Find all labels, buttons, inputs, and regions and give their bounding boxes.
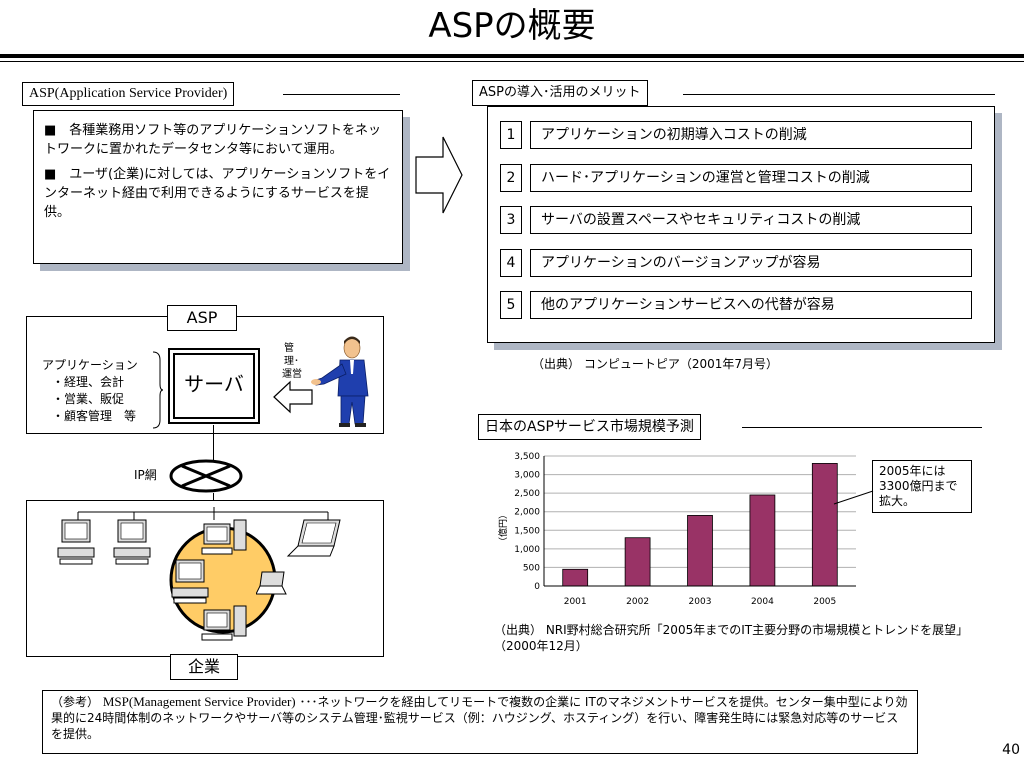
y-tick-label: 2,500 (514, 489, 540, 499)
chart-y-ticks: 0 500 1,000 1,500 2,000 2,500 3,000 3,500 (514, 452, 540, 592)
merits-source: （出典） コンピュートピア（2001年7月号） (532, 357, 778, 371)
x-tick-label: 2003 (689, 597, 712, 607)
company-label: 企業 (170, 654, 238, 680)
merit-item: 他のアプリケーションサービスへの代替が容易 (530, 291, 972, 319)
y-tick-label: 0 (534, 582, 540, 592)
desktop-pc-icon (201, 605, 247, 641)
y-tick-label: 500 (523, 563, 540, 573)
bar-2004 (749, 494, 776, 587)
y-tick-label: 1,500 (514, 526, 540, 536)
apps-title: アプリケーション (42, 358, 138, 372)
merit-number: 1 (500, 121, 522, 149)
manage-line: 理･ (284, 356, 299, 367)
merit-number: 5 (500, 291, 522, 319)
left-arrow-icon (273, 380, 313, 414)
apps-item: ・顧客管理 等 (52, 409, 137, 423)
desktop-pc-icon (57, 519, 95, 565)
bar-2002 (624, 537, 651, 587)
chart-title: 日本のASPサービス市場規模予測 (478, 414, 701, 440)
definition-point-2: ■ ユーザ(企業)に対しては、アプリケーションソフトをインターネット経由で利用で… (44, 167, 391, 220)
bar-2001 (562, 568, 589, 587)
laptop-icon (286, 519, 341, 557)
merit-number: 2 (500, 164, 522, 192)
x-tick-label: 2004 (751, 597, 774, 607)
server-box: サーバ (168, 348, 260, 424)
y-tick-label: 3,000 (514, 471, 540, 481)
merit-number: 3 (500, 206, 522, 234)
msp-note: （参考） MSP(Management Service Provider) ･･… (42, 690, 918, 754)
person-icon (311, 336, 369, 427)
merits-label: ASPの導入･活用のメリット (472, 80, 648, 106)
merit-item: アプリケーションのバージョンアップが容易 (530, 249, 972, 277)
merit-number: 4 (500, 249, 522, 277)
bar-2003 (687, 515, 713, 587)
chart-y-label: （億円） (497, 510, 509, 546)
apps-brace-icon (152, 351, 164, 429)
chart-source: （出典） NRI野村総合研究所「2005年までのIT主要分野の市場規模とトレンド… (494, 623, 969, 653)
apps-item: ・営業、販促 (52, 392, 125, 406)
chart-bars (562, 463, 838, 587)
chart-annotation: 2005年には3300億円まで拡大。 (872, 460, 972, 513)
y-tick-label: 2,000 (514, 508, 540, 518)
laptop-icon (256, 571, 287, 595)
merit-item: アプリケーションの初期導入コストの削減 (530, 121, 972, 149)
title-rule-thin (0, 61, 1024, 62)
asp-label: ASP (167, 305, 237, 331)
chart-x-ticks: 2001 2002 2003 2004 2005 (564, 597, 837, 607)
y-tick-label: 3,500 (514, 452, 540, 462)
msp-note-body: ･･･ネットワークを経由してリモートで複数の企業に ITのマネジメントサービスを… (51, 695, 908, 741)
bar-2005 (811, 463, 838, 587)
title-rule (0, 54, 1024, 58)
definition-point-1: ■ 各種業務用ソフト等のアプリケーションソフトをネットワークに置かれたデータセン… (44, 123, 382, 157)
apps-list: アプリケーション ・経理、会計 ・営業、販促 ・顧客管理 等 (42, 357, 138, 425)
apps-item: ・経理、会計 (52, 375, 125, 389)
manage-line: 運営 (282, 369, 302, 380)
x-tick-label: 2002 (626, 597, 649, 607)
right-arrow-icon (415, 136, 463, 214)
merit-item: ハード･アプリケーションの運営と管理コストの削減 (530, 164, 972, 192)
merits-label-line (683, 94, 995, 95)
definition-card: ■ 各種業務用ソフト等のアプリケーションソフトをネットワークに置かれたデータセン… (33, 110, 403, 264)
definition-label-line (283, 94, 400, 95)
chart-title-line (742, 427, 982, 428)
desktop-pc-icon (201, 519, 247, 555)
annotation-pointer (833, 490, 874, 505)
msp-note-prefix: （参考） (51, 695, 100, 709)
page-title: ASPの概要 (428, 6, 596, 46)
definition-label: ASP(Application Service Provider) (22, 82, 235, 106)
manage-label: 管 理･ 運営 (282, 342, 302, 381)
server-link (213, 425, 214, 463)
network-icon (169, 459, 243, 493)
y-tick-label: 1,000 (514, 545, 540, 555)
manage-line: 管 (284, 343, 294, 354)
x-tick-label: 2001 (564, 597, 587, 607)
desktop-pc-icon (113, 519, 151, 565)
merit-item: サーバの設置スペースやセキュリティコストの削減 (530, 206, 972, 234)
x-tick-label: 2005 (813, 597, 836, 607)
msp-note-term: MSP(Management Service Provider) (102, 694, 296, 709)
desktop-pc-icon (171, 559, 209, 604)
page-number: 40 (1002, 742, 1020, 758)
ip-label: IP網 (134, 468, 157, 482)
